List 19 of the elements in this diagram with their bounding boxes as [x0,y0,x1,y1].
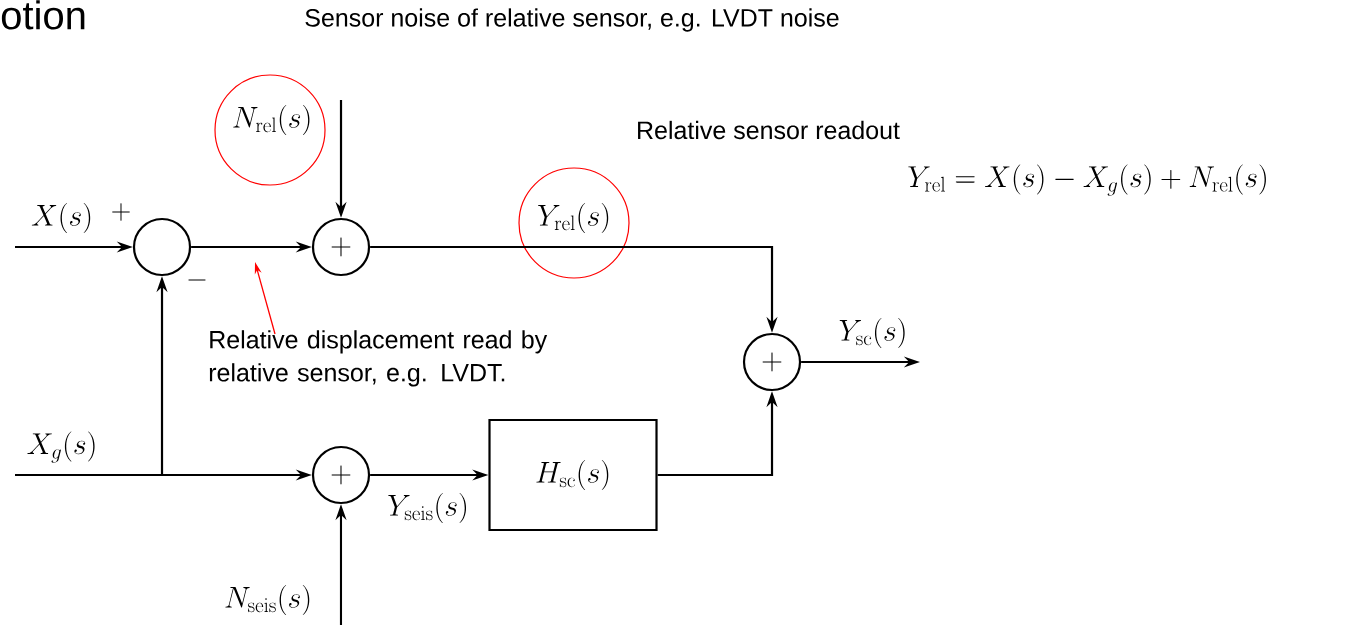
summing-junction: $+$ [742,332,802,392]
edge-label: $X_g(s)$ [27,431,95,463]
edge-label: $N_{\mathrm{seis}}(s)$ [225,585,310,615]
edge-label: $Y_{\mathrm{seis}}(s)$ [388,493,466,523]
edge-label: $N_{\mathrm{rel}}(s)$ [233,105,310,135]
transfer-function-block: $H_{\mathrm{sc}}(s)$ [488,418,658,532]
summing-junction: $+$ [311,445,371,505]
formula: $Y_{\mathrm{rel}} = X(s) - X_g(s) + N_{\mathrm{rel}}(s)$ [908,164,1266,196]
text-label: Relative sensor readout [638,120,900,140]
annotation-text: Relative displacement read by relative sensor, e.g. LVDT. [209,330,548,387]
summing-junction: $+$ [311,217,371,277]
text-label: Sensor noise of relative sensor, e.g. LVDT noise [305,8,839,32]
slide-title: otion [1,0,85,30]
summing-junction [132,217,192,277]
sign-label: $-$ [188,279,206,281]
sign-label: $+$ [112,203,130,221]
edge-label: $Y_{\mathrm{rel}}(s)$ [538,203,609,233]
edge-label: $X(s)$ [31,203,91,233]
edge-label: $Y_{\mathrm{sc}}(s)$ [839,318,905,348]
